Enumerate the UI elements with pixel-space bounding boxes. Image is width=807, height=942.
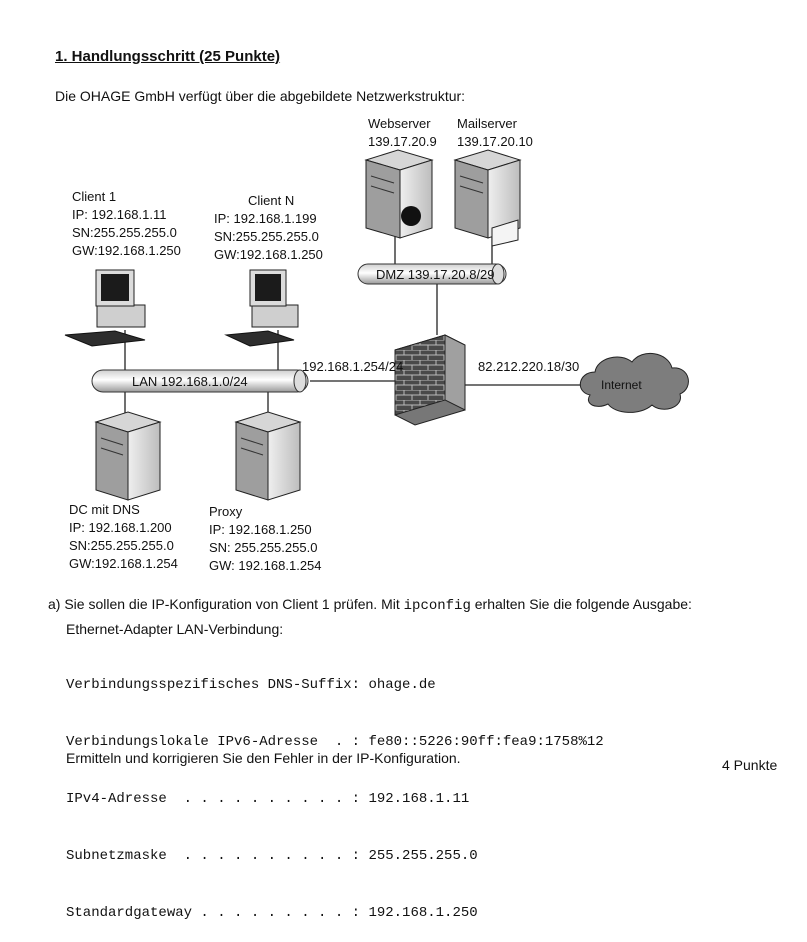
proxy-label: Proxy IP: 192.168.1.250 SN: 255.255.255.… (209, 503, 322, 575)
internet-label: Internet (601, 378, 642, 392)
clientn-name: Client N (248, 193, 295, 208)
task-text-after: erhalten Sie die folgende Ausgabe: (470, 596, 692, 612)
ipconfig-output: Verbindungsspezifisches DNS-Suffix: ohag… (66, 638, 604, 942)
dc-label: DC mit DNS IP: 192.168.1.200 SN:255.255.… (69, 501, 178, 573)
clientn-gw: GW:192.168.1.250 (214, 247, 323, 262)
task-question: Ermitteln und korrigieren Sie den Fehler… (66, 750, 461, 766)
mailserver-ip: 139.17.20.10 (457, 134, 533, 149)
webserver-icon (364, 149, 434, 239)
webserver-label: Webserver 139.17.20.9 (368, 115, 437, 151)
client1-computer-icon (64, 269, 146, 347)
clientn-computer-icon (224, 269, 299, 347)
client1-gw: GW:192.168.1.250 (72, 243, 181, 258)
output-line: Subnetzmaske . . . . . . . . . . : 255.2… (66, 848, 478, 864)
dc-sn: SN:255.255.255.0 (69, 538, 174, 553)
task-letter: a) (48, 596, 61, 612)
mailserver-icon (453, 149, 522, 247)
section-heading: 1. Handlungsschritt (25 Punkte) (55, 48, 281, 65)
output-line: Verbindungslokale IPv6-Adresse . : fe80:… (66, 734, 604, 750)
webserver-ip: 139.17.20.9 (368, 134, 437, 149)
webserver-name: Webserver (368, 116, 431, 131)
output-line: Verbindungsspezifisches DNS-Suffix: ohag… (66, 677, 436, 693)
dmz-label: DMZ 139.17.20.8/29 (376, 267, 495, 282)
proxy-sn: SN: 255.255.255.0 (209, 540, 318, 555)
firewall-lan-ip: 192.168.1.254/24 (302, 359, 403, 374)
client1-ip: IP: 192.168.1.11 (72, 207, 167, 222)
dc-name: DC mit DNS (69, 502, 140, 517)
network-diagram: DMZ 139.17.20.8/29 LAN 192.168.1.0/24 19… (64, 149, 689, 501)
adapter-heading: Ethernet-Adapter LAN-Verbindung: (66, 621, 284, 637)
task-command: ipconfig (403, 598, 471, 614)
output-line: IPv4-Adresse . . . . . . . . . . : 192.1… (66, 791, 470, 807)
dc-server-icon (94, 411, 162, 501)
lan-segment (91, 369, 309, 393)
lan-label: LAN 192.168.1.0/24 (132, 374, 248, 389)
task-a-intro: a) Sie sollen die IP-Konfiguration von C… (48, 596, 692, 614)
dc-ip: IP: 192.168.1.200 (69, 520, 172, 535)
client1-sn: SN:255.255.255.0 (72, 225, 177, 240)
intro-text: Die OHAGE GmbH verfügt über die abgebild… (55, 88, 466, 104)
proxy-server-icon (234, 411, 302, 501)
mailserver-name: Mailserver (457, 116, 517, 131)
dmz-segment (357, 263, 507, 285)
clientn-ip: IP: 192.168.1.199 (214, 211, 317, 226)
output-line: Standardgateway . . . . . . . . . : 192.… (66, 905, 478, 921)
client1-label: Client 1 IP: 192.168.1.11 SN:255.255.255… (72, 188, 181, 260)
client1-name: Client 1 (72, 189, 117, 204)
clientn-label: Client N IP: 192.168.1.199 SN:255.255.25… (214, 192, 323, 264)
internet-cloud-icon (580, 353, 689, 413)
firewall-icon (394, 334, 466, 426)
proxy-name: Proxy (209, 504, 243, 519)
proxy-ip: IP: 192.168.1.250 (209, 522, 312, 537)
firewall-wan-ip: 82.212.220.18/30 (478, 359, 579, 374)
mailserver-label: Mailserver 139.17.20.10 (457, 115, 533, 151)
dc-gw: GW:192.168.1.254 (69, 556, 178, 571)
task-text-before: Sie sollen die IP-Konfiguration von Clie… (64, 596, 404, 612)
proxy-gw: GW: 192.168.1.254 (209, 558, 322, 573)
task-points: 4 Punkte (722, 757, 778, 773)
clientn-sn: SN:255.255.255.0 (214, 229, 319, 244)
